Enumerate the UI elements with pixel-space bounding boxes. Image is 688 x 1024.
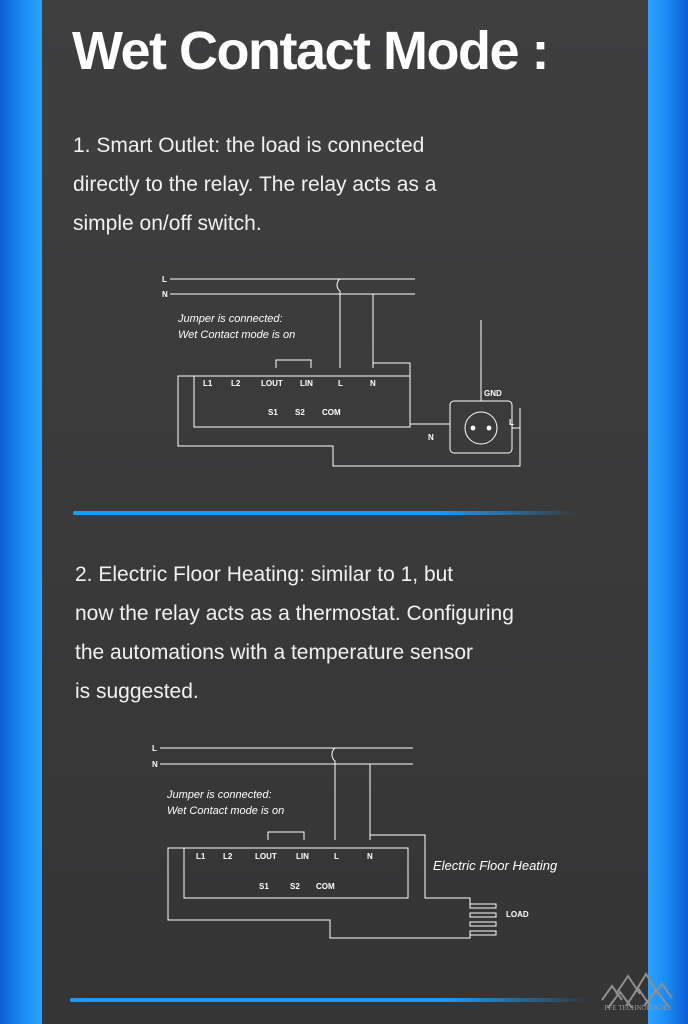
section2-line: 2. Electric Floor Heating: similar to 1,… (75, 563, 454, 586)
section1-line: directly to the relay. The relay acts as… (73, 173, 437, 196)
section1-description: 1. Smart Outlet: the load is connected d… (73, 126, 436, 243)
terminal-label: S1 (268, 408, 278, 417)
load-n-wire (369, 834, 471, 904)
l-feed-wire (336, 278, 341, 368)
watermark-text: PFE TECHNOLOGIES (604, 1004, 672, 1012)
outlet-pin-left (470, 425, 476, 431)
pfe-logo-icon (601, 972, 673, 1009)
section1-line: simple on/off switch. (73, 212, 262, 235)
mains-n-label: N (152, 760, 158, 769)
load-wire-left (167, 847, 471, 939)
jumper-wire (267, 831, 305, 840)
terminal-label: L1 (196, 852, 206, 861)
terminal-label: L (338, 379, 343, 388)
outlet-face (464, 411, 498, 445)
mains-l-label: L (152, 744, 157, 753)
terminal-label: COM (322, 408, 341, 417)
terminal-label: S2 (295, 408, 305, 417)
mains-l-label: L (162, 275, 167, 284)
terminal-label: COM (316, 882, 335, 891)
smart-outlet-wiring-diagram: L N Jumper is connected: Wet Contact mod… (162, 275, 521, 467)
load-label: LOAD (506, 910, 529, 919)
terminal-label: L2 (231, 379, 241, 388)
left-blue-edge (0, 0, 42, 1024)
terminal-label: LIN (300, 379, 313, 388)
terminal-label: L (334, 852, 339, 861)
section2-description: 2. Electric Floor Heating: similar to 1,… (75, 555, 514, 711)
relay-box (183, 847, 409, 899)
jumper-wire (275, 359, 312, 368)
terminal-label: S2 (290, 882, 300, 891)
section2-line: the automations with a temperature senso… (75, 641, 474, 664)
outlet-pin-right (486, 425, 492, 431)
terminal-label: LOUT (261, 379, 283, 388)
terminal-label: LOUT (255, 852, 277, 861)
section-divider (73, 511, 578, 515)
outlet-n-label: N (428, 433, 434, 442)
floor-heating-wiring-diagram: L N Jumper is connected: Wet Contact mod… (152, 744, 558, 939)
load-element (469, 903, 497, 909)
jumper-note-line1: Jumper is connected: (166, 789, 272, 801)
terminal-label: LIN (296, 852, 309, 861)
outlet-l-label: L (509, 418, 514, 427)
section2-line: now the relay acts as a thermostat. Conf… (75, 602, 514, 625)
terminal-label: L1 (203, 379, 213, 388)
jumper-note-line2: Wet Contact mode is on (167, 805, 284, 817)
right-blue-edge (648, 0, 688, 1024)
outlet-body (449, 400, 513, 454)
terminal-label: N (370, 379, 376, 388)
page-title: Wet Contact Mode : (72, 21, 549, 81)
outlet-n-wire (372, 362, 450, 425)
terminal-label: N (367, 852, 373, 861)
terminal-label: S1 (259, 882, 269, 891)
terminal-label: L2 (223, 852, 233, 861)
load-wire-left (177, 375, 521, 467)
section1-line: 1. Smart Outlet: the load is connected (73, 134, 425, 157)
section2-line: is suggested. (75, 680, 199, 703)
section-divider (70, 998, 590, 1002)
jumper-note-line1: Jumper is connected: (177, 313, 283, 325)
gnd-label: GND (484, 389, 502, 398)
jumper-note-line2: Wet Contact mode is on (178, 329, 295, 341)
mains-n-label: N (162, 290, 168, 299)
heating-label: Electric Floor Heating (433, 858, 558, 873)
l-feed-wire (331, 747, 336, 840)
